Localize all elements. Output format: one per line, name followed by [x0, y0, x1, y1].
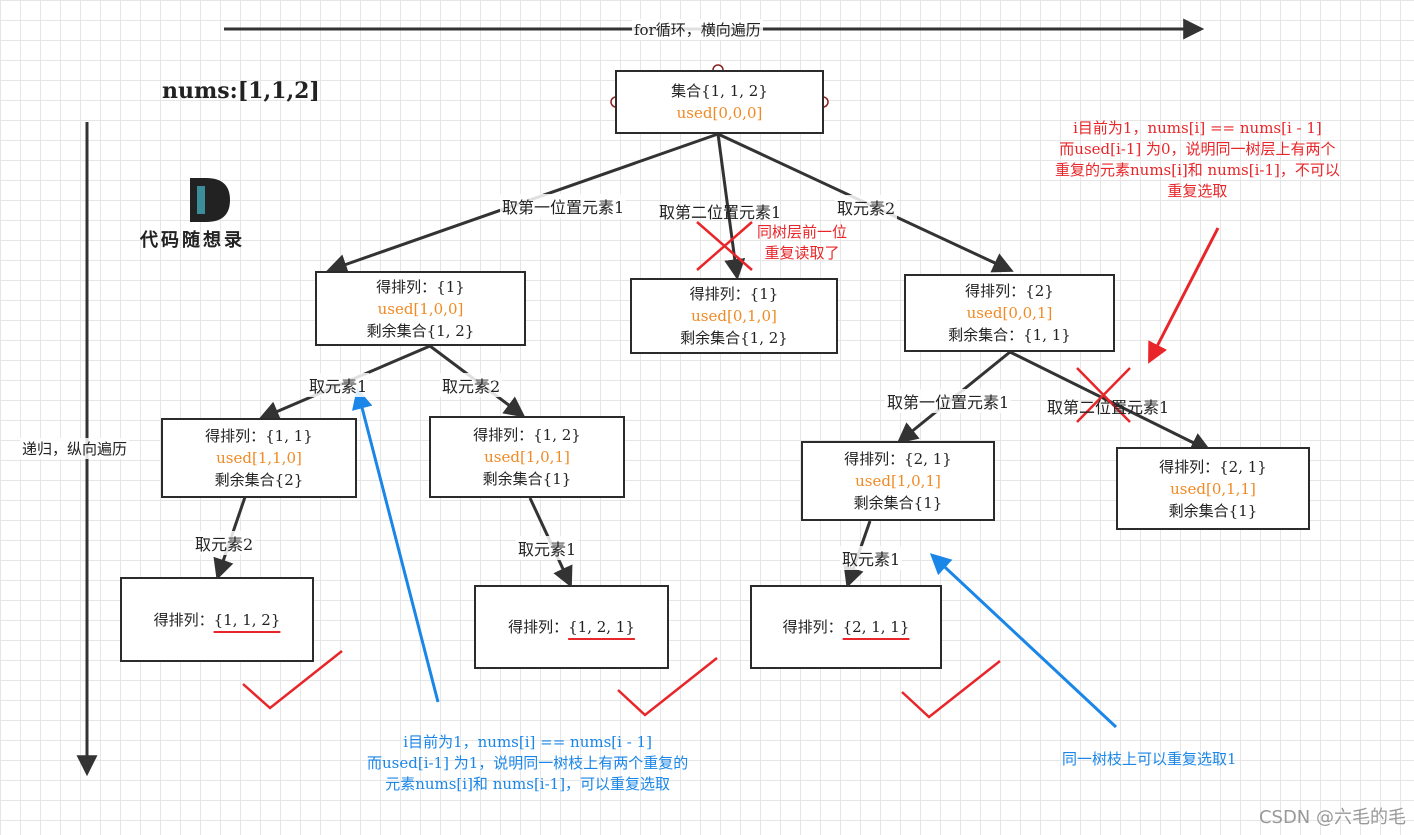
horizontal-axis-label: for循环，横向遍历 [632, 19, 763, 40]
node-rest: 剩余集合{2} [214, 471, 304, 489]
note-line: i目前为1，nums[i] == nums[i - 1] [403, 733, 652, 751]
node-perm: 得排列：{2} [965, 282, 1054, 300]
node-used: used[1,0,1] [484, 448, 570, 466]
check-mark-2 [617, 657, 718, 717]
edge-label: 取元素1 [516, 536, 579, 560]
edge-label: 取第二位置元素1 [659, 203, 782, 222]
note-line: 重复选取 [1167, 182, 1228, 200]
result-value: {2, 1, 1} [842, 618, 910, 636]
node-used: used[0,0,1] [966, 304, 1053, 322]
tree-node-n3: 得排列：{2} used[0,0,1] 剩余集合：{1, 1} [904, 274, 1115, 352]
node-rest: 剩余集合{1, 2} [680, 329, 788, 347]
check-mark-3 [901, 660, 1001, 719]
node-rest: 剩余集合{1} [482, 470, 572, 488]
node-perm: 得排列：{1, 2} [473, 426, 581, 444]
edge-label: 取元素2 [440, 373, 503, 397]
note-line: 同树层前一位 [757, 223, 848, 241]
page-title: nums:[1,1,2] [162, 78, 320, 104]
result-value: {1, 1, 2} [213, 610, 281, 629]
note-line: 重复读取了 [764, 244, 840, 262]
note-line: 元素nums[i]和 nums[i-1]，可以重复选取 [385, 775, 671, 793]
blue-note-right: 同一树枝上可以重复选取1 [1062, 750, 1237, 768]
result-prefix: 得排列： [508, 618, 569, 636]
tree-node-n2: 得排列：{1} used[0,1,0] 剩余集合{1, 2} [630, 278, 838, 354]
node-perm: 得排列：{1} [689, 285, 779, 303]
blue-note-left: i目前为1，nums[i] == nums[i - 1] 而used[i-1] … [367, 732, 688, 795]
result-prefix: 得排列： [782, 618, 843, 636]
tree-node-root: 集合{1, 1, 2} used[0,0,0] [615, 70, 824, 134]
logo-text: 代码随想录 [140, 230, 245, 251]
tree-node-n12: 得排列：{1, 2} used[1,0,1] 剩余集合{1} [429, 416, 625, 498]
node-perm: 得排列：{1, 1} [205, 427, 313, 445]
result-prefix: 得排列： [153, 610, 214, 629]
edge-root-n2 [716, 133, 746, 281]
blue-note-arrow-left [352, 387, 440, 703]
tree-node-n32: 得排列：{2, 1} used[0,1,1] 剩余集合{1} [1116, 447, 1310, 530]
edge-label: 取第一位置元素1 [500, 194, 627, 218]
edge-label: 取元素1 [840, 546, 903, 570]
note-line: 而used[i-1] 为0，说明同一树层上有两个 [1059, 140, 1336, 158]
result-node-1: 得排列：{1, 1, 2} [120, 577, 314, 662]
node-rest: 剩余集合{1} [1168, 501, 1258, 520]
node-used: used[1,0,1] [855, 472, 941, 490]
red-note-mid: 同树层前一位 重复读取了 [757, 222, 847, 264]
node-set: 集合{1, 1, 2} [671, 82, 768, 100]
node-used: used[0,0,0] [676, 104, 763, 122]
logo-d-icon [190, 178, 230, 222]
edge-label: 取元素1 [307, 373, 370, 397]
result-value: {1, 2, 1} [568, 618, 635, 636]
red-note-top: i目前为1，nums[i] == nums[i - 1] 而used[i-1] … [1055, 118, 1340, 202]
node-used: used[1,0,0] [377, 299, 464, 318]
red-note-arrow [1148, 227, 1220, 364]
node-rest: 剩余集合{1, 2} [366, 321, 475, 340]
watermark: CSDN @六毛的毛 [1258, 807, 1406, 828]
note-line: 而used[i-1] 为1，说明同一树枝上有两个重复的 [367, 754, 689, 772]
check-mark-1 [242, 650, 343, 710]
edge-label: 取第二位置元素1 [1047, 398, 1170, 417]
node-used: used[1,1,0] [216, 449, 302, 467]
edge-label: 取元素2 [193, 531, 256, 555]
note-line: 重复的元素nums[i]和 nums[i-1]，不可以 [1055, 161, 1340, 179]
tree-node-n31: 得排列：{2, 1} used[1,0,1] 剩余集合{1} [801, 441, 995, 521]
tree-node-n1: 得排列：{1} used[1,0,0] 剩余集合{1, 2} [315, 271, 526, 346]
result-node-3: 得排列：{2, 1, 1} [750, 585, 942, 669]
logo: 代码随想录 [140, 178, 280, 251]
vertical-axis-label: 递归，纵向遍历 [20, 438, 130, 459]
node-rest: 剩余集合：{1, 1} [948, 326, 1071, 344]
node-perm: 得排列：{2, 1} [844, 450, 952, 468]
node-used: used[0,1,0] [691, 307, 777, 325]
node-used: used[0,1,1] [1170, 479, 1256, 498]
note-line: i目前为1，nums[i] == nums[i - 1] [1073, 119, 1322, 137]
node-perm: 得排列：{1} [376, 277, 465, 296]
cross-mark-level1 [696, 221, 753, 271]
node-perm: 得排列：{2, 1} [1159, 457, 1267, 476]
result-node-2: 得排列：{1, 2, 1} [474, 585, 669, 669]
cross-mark-level2 [1076, 367, 1131, 423]
edge-label: 取第一位置元素1 [885, 389, 1012, 413]
tree-node-n11: 得排列：{1, 1} used[1,1,0] 剩余集合{2} [161, 418, 357, 498]
blue-note-arrow-right [929, 553, 1118, 729]
node-rest: 剩余集合{1} [853, 494, 943, 512]
edge-label: 取元素2 [835, 195, 898, 219]
